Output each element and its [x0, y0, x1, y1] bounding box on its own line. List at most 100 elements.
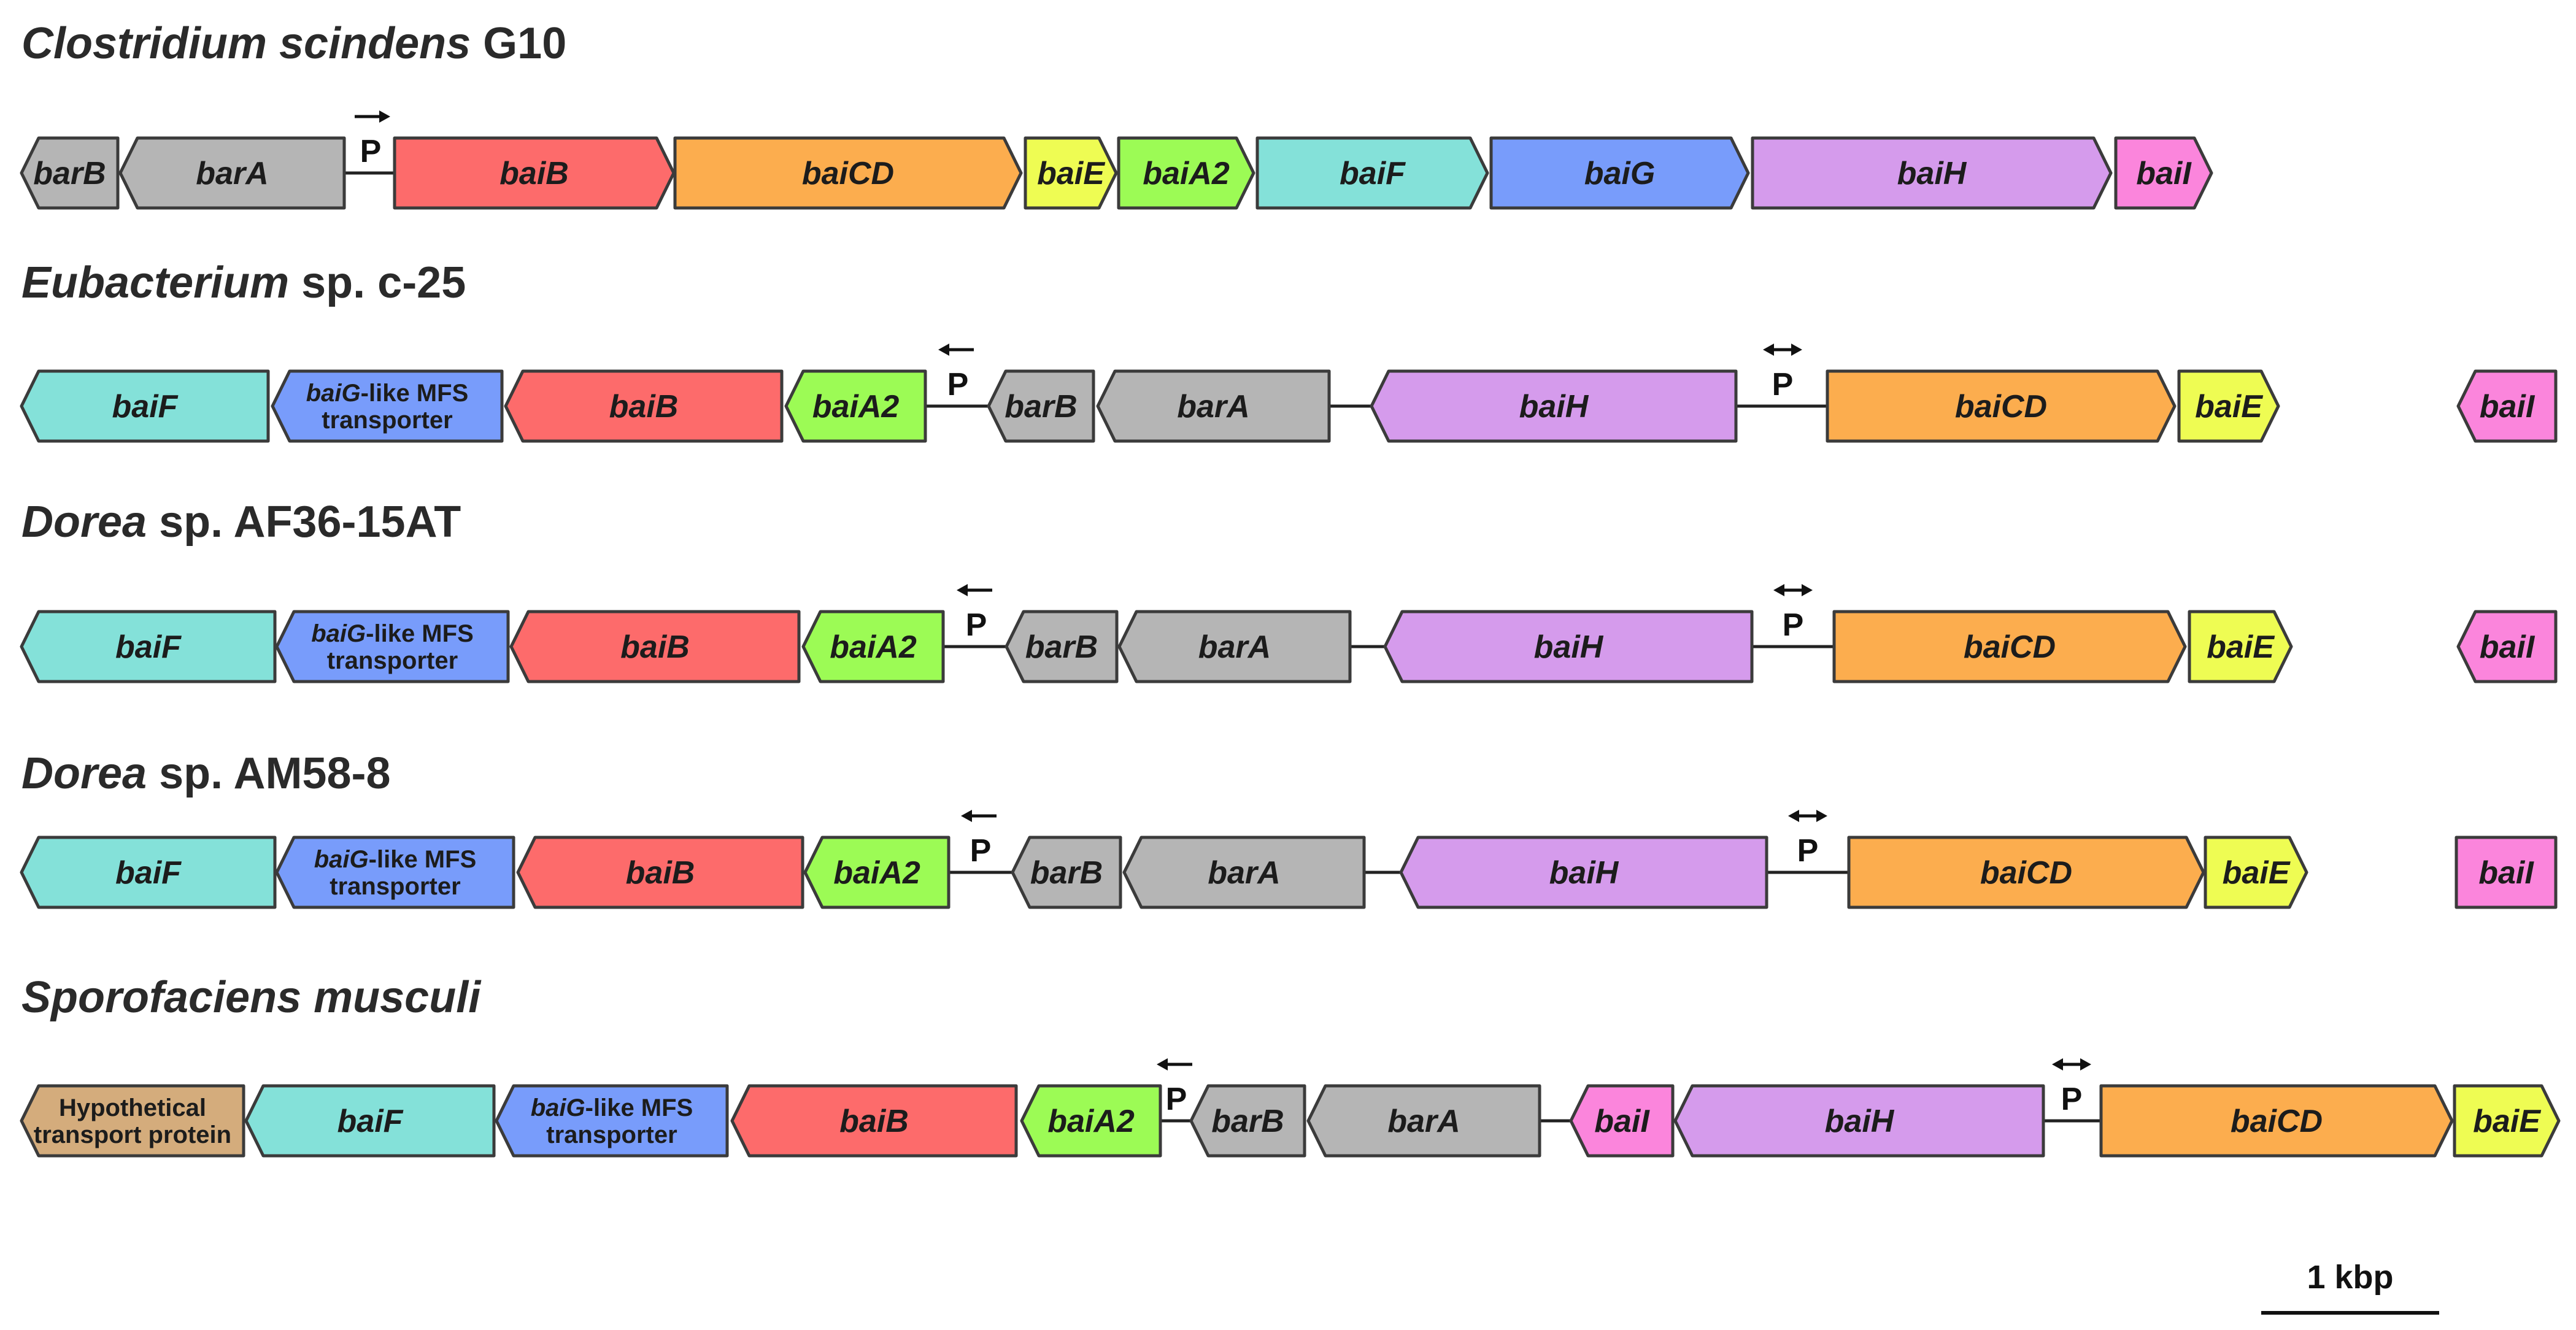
- gene-barb: barB: [20, 136, 120, 210]
- gene-baif: baiF: [1255, 136, 1489, 210]
- gene-label: baiE: [2207, 629, 2275, 665]
- promoter-arrowhead-left: [1157, 1058, 1168, 1071]
- gene-arrow: [504, 369, 784, 443]
- gene-arrow: [1751, 136, 2113, 210]
- gene-arrow: [1832, 610, 2187, 683]
- gene-baif: baiF: [20, 836, 277, 909]
- promoter-label: P: [1783, 607, 1804, 643]
- gene-arrow: [2099, 1084, 2454, 1158]
- gene-label: baiB: [609, 389, 679, 425]
- gene-label: transporter: [546, 1121, 677, 1148]
- gene-label: baiA2: [830, 629, 917, 665]
- gene-baii: baiI: [2456, 610, 2558, 683]
- promoter-label: P: [1797, 833, 1819, 869]
- promoter: P: [1157, 1058, 1192, 1117]
- promoter: P: [1788, 810, 1827, 869]
- gene-arrow: [118, 136, 346, 210]
- promoter-arrowhead-left: [1788, 810, 1799, 822]
- promoter-label: P: [1772, 367, 1794, 402]
- gene-baii: baiI: [2455, 836, 2558, 909]
- gene-baie: baiE: [2453, 1084, 2561, 1158]
- gene-label: baiH: [1549, 855, 1619, 891]
- gene-baih: baiH: [1370, 369, 1738, 443]
- gene-baib: baiB: [509, 610, 801, 683]
- promoter-label: P: [970, 833, 992, 869]
- promoter-label: P: [360, 134, 382, 169]
- gene-label: baiG-like MFS: [531, 1094, 693, 1121]
- promoter-label: P: [1166, 1082, 1187, 1117]
- gene-baia2: baiA2: [801, 610, 945, 683]
- gene-label: baiCD: [1955, 389, 2047, 425]
- gene-baib: baiB: [516, 836, 804, 909]
- gene-arrow: [244, 1084, 496, 1158]
- gene-arrow: [1255, 136, 1489, 210]
- promoter: P: [961, 810, 997, 869]
- gene-arrow: [1569, 1084, 1675, 1158]
- promoter: P: [957, 584, 992, 643]
- organism-title-strain: sp. c-25: [289, 258, 466, 307]
- promoter: P: [1773, 584, 1813, 643]
- gene-baicd: baiCD: [1832, 610, 2187, 683]
- gene-arrow: [784, 369, 927, 443]
- gene-bara: barA: [1306, 1084, 1541, 1158]
- gene-baie: baiE: [2204, 836, 2308, 909]
- gene-label: baiE: [2473, 1104, 2541, 1139]
- gene-arrow: [1020, 1084, 1162, 1158]
- gene-label: transporter: [327, 647, 458, 674]
- gene-arrow: [1370, 369, 1738, 443]
- gene-label: baiI: [1594, 1104, 1650, 1139]
- promoter-arrowhead-left: [1773, 584, 1784, 596]
- gene-baicd: baiCD: [2099, 1084, 2454, 1158]
- gene-barb: barB: [1011, 836, 1122, 909]
- promoter-arrowhead-right: [379, 110, 390, 123]
- gene-baia2: baiA2: [1117, 136, 1255, 210]
- gene-label: baiG-like MFS: [306, 380, 469, 407]
- gene-barb: barB: [1005, 610, 1119, 683]
- promoter: P: [938, 344, 974, 402]
- gene-arrow: [1383, 610, 1754, 683]
- gene-arrow: [1096, 369, 1331, 443]
- gene-baih: baiH: [1399, 836, 1768, 909]
- gene-label: baiI: [2480, 389, 2536, 425]
- organism-title: Sporofaciens musculi: [21, 973, 482, 1022]
- gene-label: baiI: [2136, 156, 2192, 191]
- gene-baib: baiB: [393, 136, 676, 210]
- gene-arrow: [1117, 136, 1255, 210]
- gene-baih: baiH: [1751, 136, 2113, 210]
- gene-arrow: [495, 1084, 729, 1158]
- gene-arrow: [20, 369, 270, 443]
- gene-label: baiCD: [2231, 1104, 2323, 1139]
- promoter-arrowhead-left: [2052, 1058, 2063, 1071]
- gene-label: baiA2: [1143, 156, 1230, 191]
- gene-label: barA: [1387, 1104, 1460, 1139]
- gene-label: barA: [1177, 389, 1249, 425]
- promoter-arrowhead-left: [1763, 344, 1774, 356]
- gene-label: baiF: [1340, 156, 1406, 191]
- gene-baicd: baiCD: [1826, 369, 2177, 443]
- gene-label: baiB: [626, 855, 695, 891]
- gene-label: baiCD: [802, 156, 894, 191]
- promoter-label: P: [947, 367, 969, 402]
- gene-label: barA: [1208, 855, 1280, 891]
- gene-baia2: baiA2: [1020, 1084, 1162, 1158]
- gene-label: baiCD: [1964, 629, 2056, 665]
- gene-baie: baiE: [1024, 136, 1118, 210]
- gene-arrow: [1306, 1084, 1541, 1158]
- gene-label: baiI: [2478, 855, 2534, 891]
- gene-bara: barA: [1096, 369, 1331, 443]
- promoter-arrowhead-left: [957, 584, 968, 596]
- gene-baie: baiE: [2188, 610, 2293, 683]
- gene-label: barB: [1211, 1104, 1284, 1139]
- gene-arrow: [393, 136, 676, 210]
- gene-label: transporter: [322, 407, 452, 434]
- gene-baih: baiH: [1673, 1084, 2045, 1158]
- gene-baih: baiH: [1383, 610, 1754, 683]
- gene-arrow: [801, 610, 945, 683]
- gene-arrow: [20, 1084, 245, 1158]
- gene-arrow: [1847, 836, 2205, 909]
- promoter: P: [1763, 344, 1802, 402]
